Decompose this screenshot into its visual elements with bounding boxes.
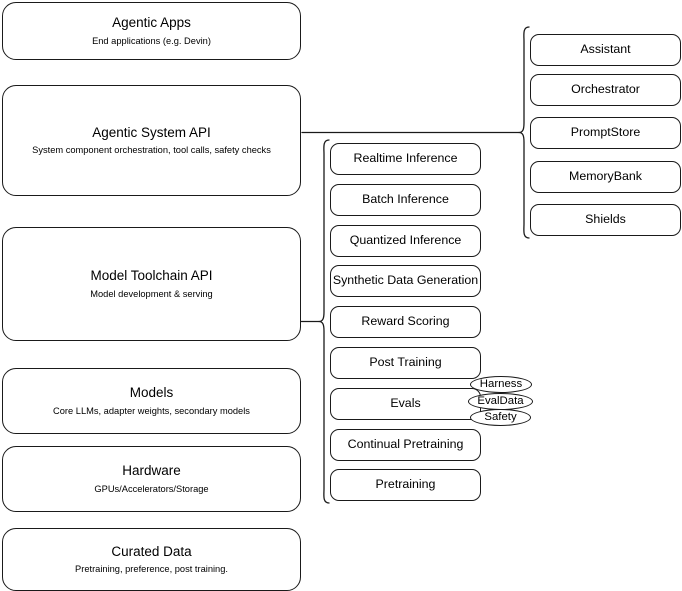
layer-title: Agentic Apps (112, 15, 191, 31)
layer-model-toolchain-api[interactable]: Model Toolchain API Model development & … (2, 227, 301, 341)
service-quantized-inference[interactable]: Quantized Inference (330, 225, 481, 257)
layer-agentic-system-api[interactable]: Agentic System API System component orch… (2, 85, 301, 196)
service-label: Synthetic Data Generation (332, 273, 479, 288)
service-pretraining[interactable]: Pretraining (330, 469, 481, 501)
eval-pill-harness[interactable]: Harness (470, 376, 532, 393)
eval-pill-label: Safety (484, 410, 517, 423)
service-label: Reward Scoring (361, 314, 450, 329)
component-label: Assistant (580, 42, 631, 57)
layer-title: Agentic System API (92, 124, 211, 140)
layer-subtitle: Pretraining, preference, post training. (75, 564, 228, 575)
service-realtime-inference[interactable]: Realtime Inference (330, 143, 481, 175)
brace-toolchain-services (318, 139, 330, 504)
brace-agentic-components (518, 26, 530, 239)
layer-subtitle: Model development & serving (90, 288, 213, 299)
eval-pill-label: Harness (479, 377, 523, 390)
component-label: Orchestrator (571, 82, 640, 97)
service-label: Batch Inference (362, 192, 449, 207)
eval-pill-safety[interactable]: Safety (470, 409, 531, 426)
layer-subtitle: End applications (e.g. Devin) (92, 35, 211, 46)
layer-hardware[interactable]: Hardware GPUs/Accelerators/Storage (2, 446, 301, 512)
service-label: Evals (390, 396, 421, 411)
service-label: Post Training (369, 355, 442, 370)
layer-subtitle: GPUs/Accelerators/Storage (94, 483, 209, 494)
eval-pill-evaldata[interactable]: EvalData (468, 393, 533, 410)
service-label: Pretraining (375, 477, 436, 492)
service-continual-pretraining[interactable]: Continual Pretraining (330, 429, 481, 461)
component-label: MemoryBank (569, 169, 642, 184)
service-label: Quantized Inference (349, 233, 462, 248)
service-post-training[interactable]: Post Training (330, 347, 481, 379)
layer-agentic-apps[interactable]: Agentic Apps End applications (e.g. Devi… (2, 2, 301, 60)
component-orchestrator[interactable]: Orchestrator (530, 74, 681, 106)
service-synthetic-data-generation[interactable]: Synthetic Data Generation (330, 265, 481, 297)
layer-models[interactable]: Models Core LLMs, adapter weights, secon… (2, 368, 301, 434)
service-label: Realtime Inference (353, 151, 458, 166)
service-reward-scoring[interactable]: Reward Scoring (330, 306, 481, 338)
eval-pill-label: EvalData (477, 394, 524, 407)
layer-title: Curated Data (111, 543, 192, 559)
service-batch-inference[interactable]: Batch Inference (330, 184, 481, 216)
layer-title: Model Toolchain API (90, 268, 213, 284)
service-evals[interactable]: Evals (330, 388, 481, 420)
component-label: PromptStore (570, 125, 641, 140)
component-memorybank[interactable]: MemoryBank (530, 161, 681, 193)
component-assistant[interactable]: Assistant (530, 34, 681, 66)
layer-title: Hardware (122, 463, 181, 479)
layer-subtitle: Core LLMs, adapter weights, secondary mo… (53, 405, 250, 416)
service-label: Continual Pretraining (347, 437, 464, 452)
layer-title: Models (129, 385, 174, 401)
layer-subtitle: System component orchestration, tool cal… (32, 145, 271, 156)
layer-curated-data[interactable]: Curated Data Pretraining, preference, po… (2, 528, 301, 591)
component-shields[interactable]: Shields (530, 204, 681, 236)
component-promptstore[interactable]: PromptStore (530, 117, 681, 149)
component-label: Shields (585, 212, 626, 227)
